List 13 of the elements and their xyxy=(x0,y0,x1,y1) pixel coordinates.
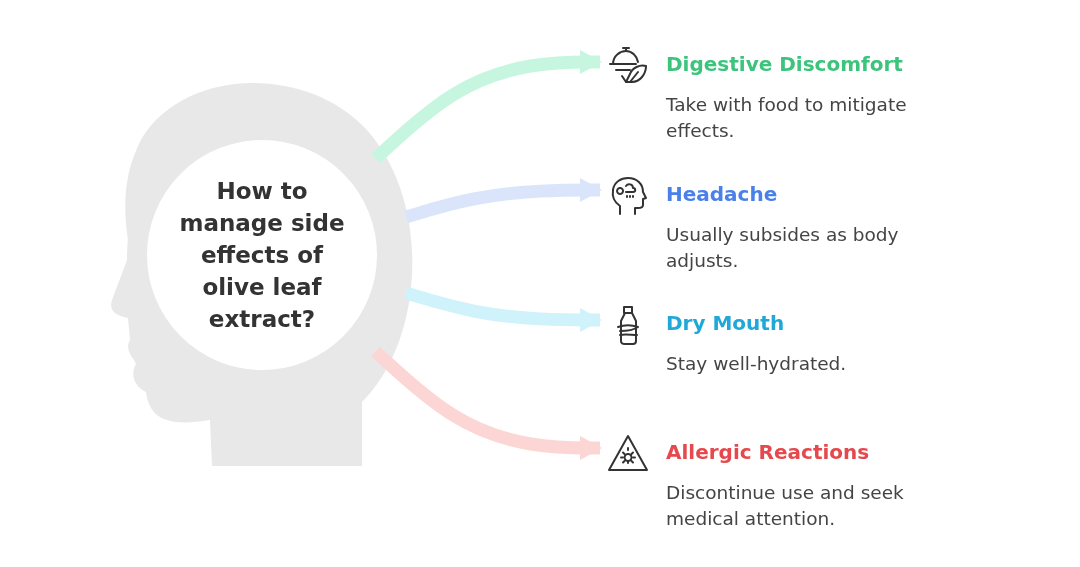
item-heading: Digestive Discomfort xyxy=(666,52,903,76)
item-description: Take with food to mitigate effects. xyxy=(666,93,908,143)
item-heading: Dry Mouth xyxy=(666,311,785,335)
item-description: Usually subsides as body adjusts. xyxy=(666,223,900,273)
arrow xyxy=(371,346,602,460)
item-heading: Allergic Reactions xyxy=(666,440,870,464)
arrow xyxy=(404,286,602,332)
item-description: Discontinue use and seek medical attention. xyxy=(666,481,905,531)
arrow xyxy=(404,178,602,224)
item-heading: Headache xyxy=(666,182,778,206)
arrow xyxy=(371,50,602,164)
item-description: Stay well-hydrated. xyxy=(666,352,848,376)
question-text: How to manage side effects of olive leaf extract? xyxy=(178,176,346,335)
